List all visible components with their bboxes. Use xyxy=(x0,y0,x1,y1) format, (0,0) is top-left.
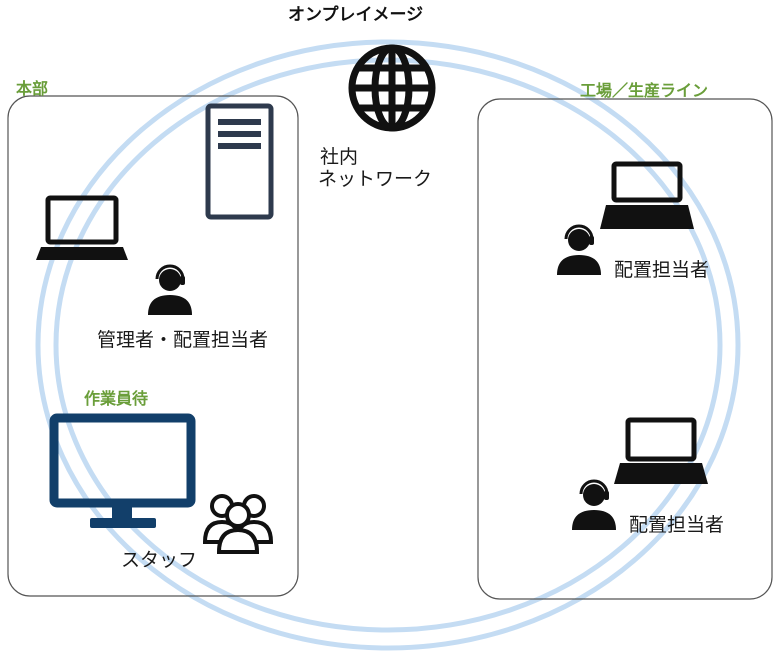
factory-zone xyxy=(477,98,773,600)
person-label-factory-1: 配置担当者 xyxy=(614,259,710,281)
server-icon xyxy=(205,103,274,220)
network-label-line1: 社内 xyxy=(320,146,359,168)
zone-label-hq: 本部 xyxy=(16,79,49,98)
monitor-icon xyxy=(49,413,196,528)
person-label-staff: スタッフ xyxy=(121,549,198,571)
laptop-icon xyxy=(600,161,694,229)
diagram-title: オンプレイメージ xyxy=(288,5,424,25)
headset-person-icon xyxy=(572,479,616,530)
headset-person-icon xyxy=(148,264,192,315)
headset-person-icon xyxy=(557,224,601,275)
hq-zone xyxy=(7,95,299,597)
person-label-factory-2: 配置担当者 xyxy=(629,514,725,536)
network-ring xyxy=(35,39,741,651)
zone-label-factory: 工場／生産ライン xyxy=(580,81,709,100)
laptop-icon xyxy=(614,417,708,484)
person-label-hq-admin: 管理者・配置担当者 xyxy=(97,329,269,351)
laptop-icon xyxy=(36,195,128,260)
group-icon xyxy=(202,494,274,554)
globe-icon xyxy=(348,44,436,132)
zone-label-waiting: 作業員待 xyxy=(84,389,149,408)
network-label-line2: ネットワーク xyxy=(318,168,433,190)
